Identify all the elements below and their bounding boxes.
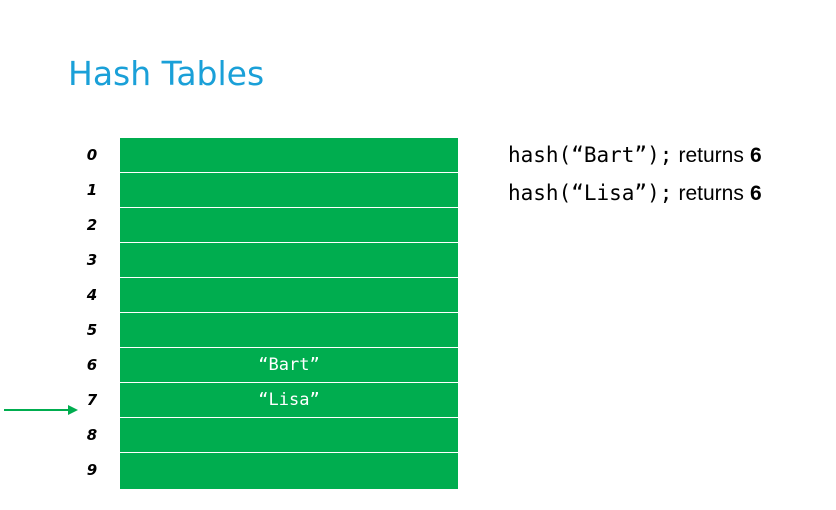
table-row: 9 <box>87 453 458 489</box>
row-index: 3 <box>86 251 98 269</box>
table-row: 3 <box>87 243 458 278</box>
code-line-bart: hash(“Bart”); returns 6 <box>508 142 762 168</box>
row-index: 2 <box>86 216 98 234</box>
row-index: 0 <box>86 146 98 164</box>
row-index: 6 <box>86 356 98 374</box>
hash-call: hash(“Lisa”); <box>508 181 673 205</box>
row-index: 9 <box>86 461 98 479</box>
table-row: 4 <box>87 278 458 313</box>
hash-call: hash(“Bart”); <box>508 143 673 167</box>
hash-result: 6 <box>749 182 762 205</box>
row-index: 7 <box>86 391 98 409</box>
table-row: 5 <box>87 313 458 348</box>
row-index: 1 <box>86 181 98 199</box>
hash-table: 0 1 2 3 4 5 6 “Bart” 7 “Lisa” 8 9 <box>87 138 458 489</box>
row-index: 4 <box>86 286 98 304</box>
returns-label: returns <box>678 182 744 205</box>
table-row: 6 “Bart” <box>87 348 458 383</box>
row-value: “Lisa” <box>258 390 320 410</box>
table-row: 8 <box>87 418 458 453</box>
table-row: 0 <box>87 138 458 173</box>
row-index: 5 <box>86 321 98 339</box>
row-value: “Bart” <box>258 355 320 375</box>
table-row: 2 <box>87 208 458 243</box>
page-title: Hash Tables <box>68 54 265 93</box>
pointer-arrow-icon <box>4 405 78 415</box>
code-line-lisa: hash(“Lisa”); returns 6 <box>508 180 762 206</box>
table-row: 1 <box>87 173 458 208</box>
returns-label: returns <box>678 144 744 167</box>
hash-result: 6 <box>749 144 762 167</box>
row-index: 8 <box>86 426 98 444</box>
table-row: 7 “Lisa” <box>87 383 458 418</box>
